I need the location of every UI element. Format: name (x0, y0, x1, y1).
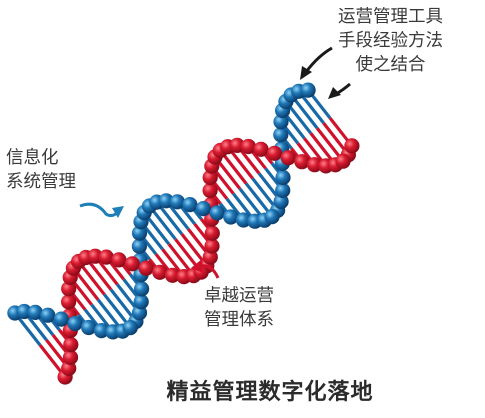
annotation-top-line-1: 运营管理工具 (338, 7, 443, 27)
diagram-title: 精益管理数字化落地 (166, 380, 374, 405)
annotation-right-line-2: 管理体系 (204, 310, 274, 330)
blue-backbone-bead (131, 225, 148, 241)
blue-backbone-bead (134, 281, 150, 297)
arrowhead-mid-right (328, 87, 341, 99)
blue-backbone-bead (273, 114, 289, 130)
annotation-right: 卓越运营 管理体系 (204, 284, 274, 332)
annotation-top-line-3: 使之结合 (355, 55, 426, 75)
red-backbone-bead (62, 349, 79, 365)
blue-backbone-bead (209, 205, 225, 221)
red-backbone-bead (280, 150, 296, 166)
red-backbone-bead (138, 260, 154, 276)
arrowhead-top-right (300, 66, 312, 80)
blue-backbone-bead (300, 82, 316, 98)
red-backbone-bead (202, 182, 218, 199)
blue-backbone-bead (275, 169, 291, 186)
blue-backbone-bead (195, 201, 211, 217)
annotation-left-line-2: 系统管理 (6, 172, 76, 192)
blue-backbone-bead (273, 193, 289, 210)
annotation-left-line-1: 信息化 (6, 148, 59, 168)
red-backbone-bead (63, 337, 79, 353)
red-backbone-bead (253, 141, 269, 157)
red-backbone-bead (229, 137, 245, 153)
red-backbone-bead (98, 249, 114, 265)
annotation-left: 信息化 系统管理 (6, 146, 76, 194)
red-backbone-bead (307, 157, 323, 173)
blue-backbone-bead (81, 319, 97, 336)
red-backbone-bead (344, 138, 360, 154)
blue-backbone-bead (182, 197, 198, 213)
blue-backbone-bead (273, 127, 289, 143)
blue-backbone-bead (235, 212, 252, 228)
red-backbone-bead (204, 238, 220, 254)
blue-backbone-bead (264, 209, 280, 225)
red-backbone-bead (61, 294, 77, 310)
blue-backbone-bead (93, 323, 110, 339)
blue-backbone-bead (158, 193, 174, 209)
backbone-beads-back (57, 87, 360, 385)
blue-backbone-bead (223, 209, 239, 225)
red-backbone-bead (204, 225, 220, 241)
annotation-top-line-2: 手段经验方法 (338, 31, 443, 51)
blue-backbone-bead (275, 182, 291, 198)
blue-backbone-bead (40, 307, 56, 323)
red-backbone-bead (240, 138, 256, 155)
red-backbone-bead (294, 154, 310, 170)
arrow-left-label (79, 202, 120, 218)
red-backbone-bead (202, 169, 218, 186)
red-backbone-bead (87, 248, 103, 264)
red-backbone-bead (164, 267, 181, 283)
blue-backbone-bead (53, 311, 69, 327)
blue-backbone-bead (133, 294, 149, 310)
arrow-to-top-right (304, 46, 333, 73)
red-backbone-bead (266, 145, 283, 161)
blue-backbone-bead (27, 304, 43, 320)
red-backbone-bead (61, 281, 77, 297)
annotation-top: 运营管理工具 手段经验方法 使之结合 (338, 5, 443, 77)
arrowhead-left-label (112, 206, 124, 218)
blue-backbone-bead (16, 303, 32, 320)
backbone-beads-front (7, 82, 351, 340)
red-backbone-bead (124, 256, 140, 272)
red-backbone-bead (335, 153, 351, 169)
red-backbone-bead (152, 264, 168, 280)
blue-backbone-bead (169, 194, 185, 210)
blue-backbone-bead (122, 320, 138, 336)
arrowhead-right-label (191, 259, 203, 273)
red-backbone-bead (111, 252, 127, 268)
annotation-right-line-1: 卓越运营 (204, 286, 274, 306)
blue-backbone-bead (67, 315, 83, 332)
blue-backbone-bead (131, 238, 147, 254)
